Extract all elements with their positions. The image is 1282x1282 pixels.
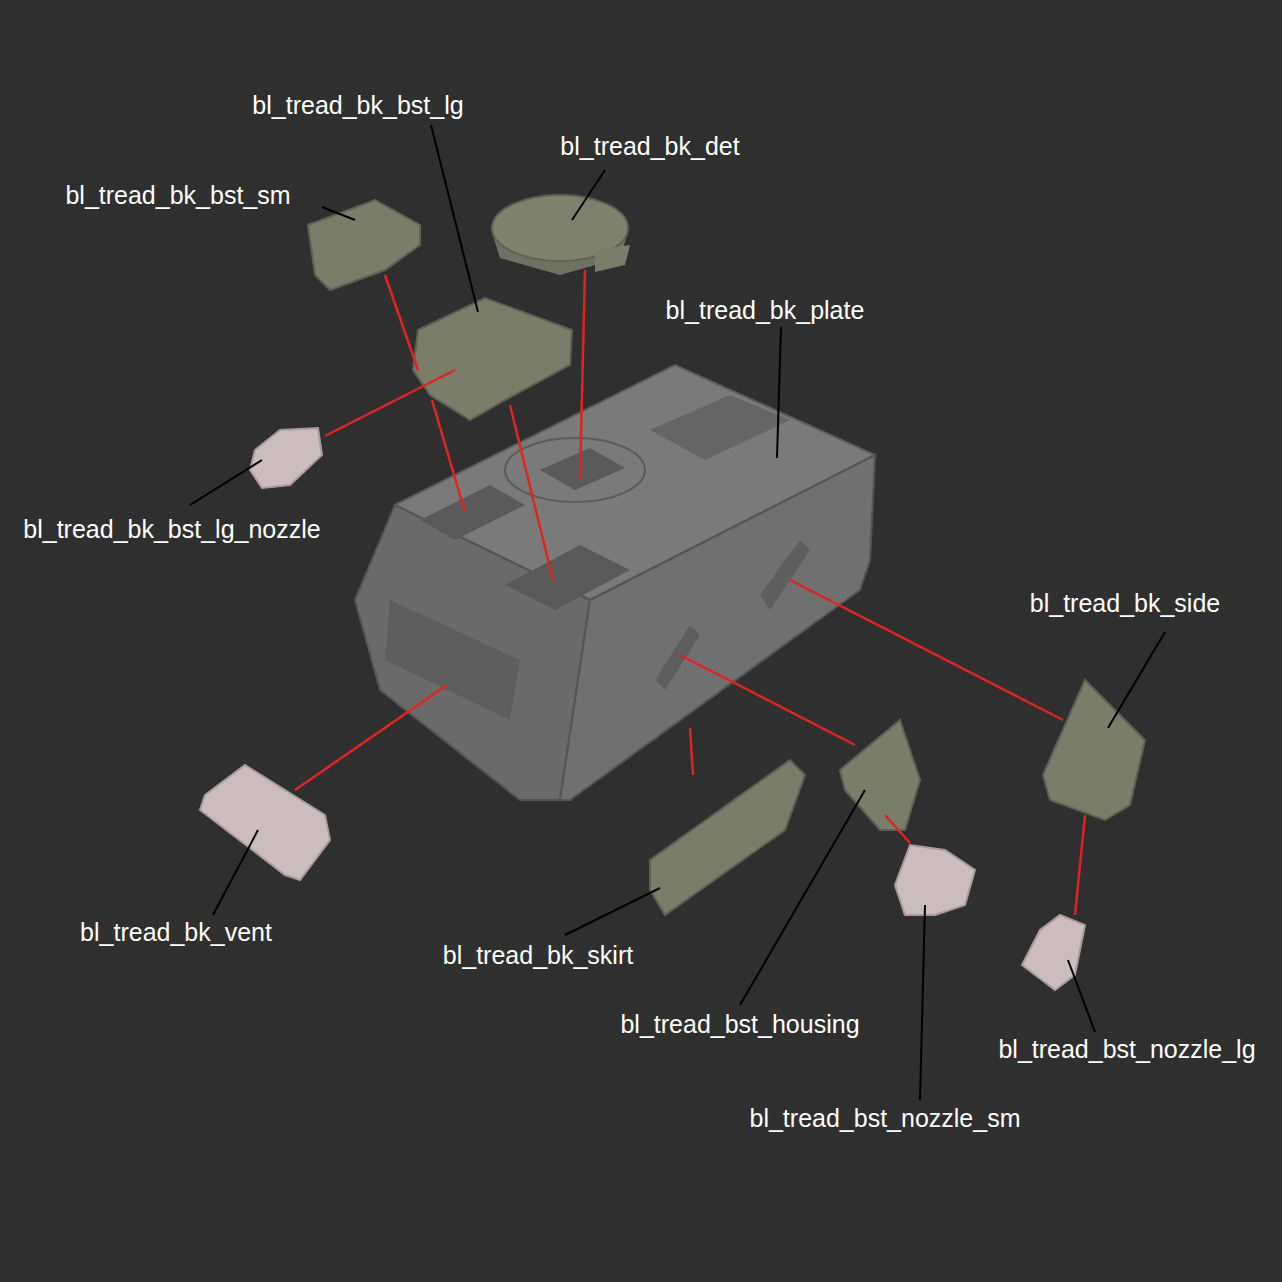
leader-line — [572, 170, 605, 220]
leader-lines — [190, 125, 1165, 1100]
body-side-face — [560, 455, 875, 800]
part-bst-lg — [413, 298, 572, 420]
part-name: bl_tread_bk_bst_lg — [249, 90, 466, 120]
part-name: bl_tread_bk_side — [1027, 588, 1223, 618]
side-slot — [760, 540, 810, 610]
part-nozzle-sm — [895, 845, 975, 915]
recess — [420, 485, 525, 540]
assembly-line — [680, 655, 855, 745]
recess — [505, 545, 630, 610]
assembly-line — [790, 580, 1063, 720]
leader-line — [740, 790, 865, 1005]
leader-line — [322, 207, 355, 220]
leader-line — [920, 905, 925, 1100]
leader-line — [190, 460, 262, 505]
leader-line — [213, 830, 258, 915]
plate-grille — [650, 395, 790, 460]
side-slot — [655, 625, 700, 690]
assembly-line — [325, 370, 455, 436]
assembly-line — [385, 275, 418, 370]
part-skirt — [650, 760, 805, 915]
part-bst-sm — [308, 200, 420, 290]
part-name: bl_tread_bk_skirt — [440, 940, 636, 970]
leader-line — [431, 125, 478, 312]
leader-line — [565, 888, 660, 935]
part-name: bl_tread_bk_plate — [663, 295, 868, 325]
assembly-line — [580, 270, 585, 478]
assembly-line — [295, 685, 447, 790]
part-name: bl_tread_bst_nozzle_sm — [747, 1103, 1024, 1133]
assembly-line — [432, 400, 465, 512]
assembly-line — [510, 405, 553, 580]
recess — [540, 448, 625, 490]
part-name: bl_tread_bk_bst_lg_nozzle — [20, 514, 323, 544]
part-name: bl_tread_bst_nozzle_lg — [995, 1034, 1258, 1064]
part-name: bl_tread_bst_housing — [617, 1009, 862, 1039]
body-front-face — [355, 505, 590, 800]
assembly-line — [690, 728, 693, 775]
parts — [200, 195, 1145, 990]
part-det-tab — [595, 245, 630, 272]
part-name: bl_tread_bk_bst_sm — [62, 180, 293, 210]
leader-line — [777, 327, 781, 458]
front-vent-grille — [385, 600, 520, 720]
leader-line — [1108, 632, 1165, 728]
part-name: bl_tread_bk_det — [557, 131, 742, 161]
part-side — [1043, 680, 1145, 820]
assembly-lines — [295, 270, 1085, 915]
part-bst-lg-nozzle — [250, 428, 322, 488]
part-vent — [200, 765, 330, 880]
assembly-line — [1075, 815, 1085, 915]
part-name: bl_tread_bk_vent — [77, 917, 275, 947]
assembly-line — [885, 815, 910, 843]
leader-line — [1068, 960, 1095, 1032]
